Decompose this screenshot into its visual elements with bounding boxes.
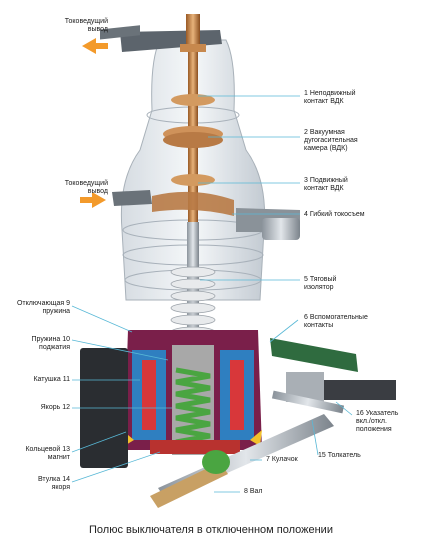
- drive-shaft: [150, 390, 345, 508]
- label-position-indicator: 16 Указатель вкл./откл. положения: [356, 410, 399, 433]
- label-pusher: 15 Толкатель: [318, 452, 361, 459]
- label-terminal-top: Токоведущий вывод: [64, 18, 108, 33]
- label-coil: Катушка 11: [33, 376, 70, 383]
- label-auxiliary-contacts: 6 Вспомогательные контакты: [304, 314, 368, 329]
- label-armature: Якорь 12: [40, 404, 70, 411]
- label-opening-spring: Отключающая 9 пружина: [16, 300, 70, 315]
- figure-caption: Полюс выключателя в отключенном положени…: [89, 524, 333, 536]
- leader-lines: [71, 95, 353, 493]
- auxiliary-contacts: [270, 338, 396, 402]
- label-moving-contact: 3 Подвижный контакт ВДК: [304, 177, 348, 192]
- label-cam: 7 Кулачок: [266, 456, 298, 463]
- label-contact-spring: Пружина 10 поджатия: [31, 336, 70, 351]
- vacuum-chamber: [152, 14, 234, 222]
- contact-spring: [175, 367, 211, 445]
- current-arrow-top: [82, 38, 108, 54]
- label-shaft: 8 Вал: [244, 488, 263, 495]
- label-terminal-mid: Токоведущий вывод: [64, 180, 108, 195]
- label-flexible-connector: 4 Гибкий токосъем: [304, 211, 365, 218]
- label-traction-insulator: 5 Тяговый изолятор: [304, 276, 337, 291]
- current-arrow-mid: [80, 192, 106, 208]
- label-vacuum-chamber: 2 Вакуумная дугогасительная камера (ВДК): [304, 129, 358, 152]
- label-ring-magnet: Кольцевой 13 магнит: [25, 446, 70, 461]
- label-fixed-contact: 1 Неподвижный контакт ВДК: [304, 90, 356, 105]
- label-armature-bushing: Втулка 14 якоря: [38, 476, 70, 491]
- magnetic-actuator: [122, 330, 262, 455]
